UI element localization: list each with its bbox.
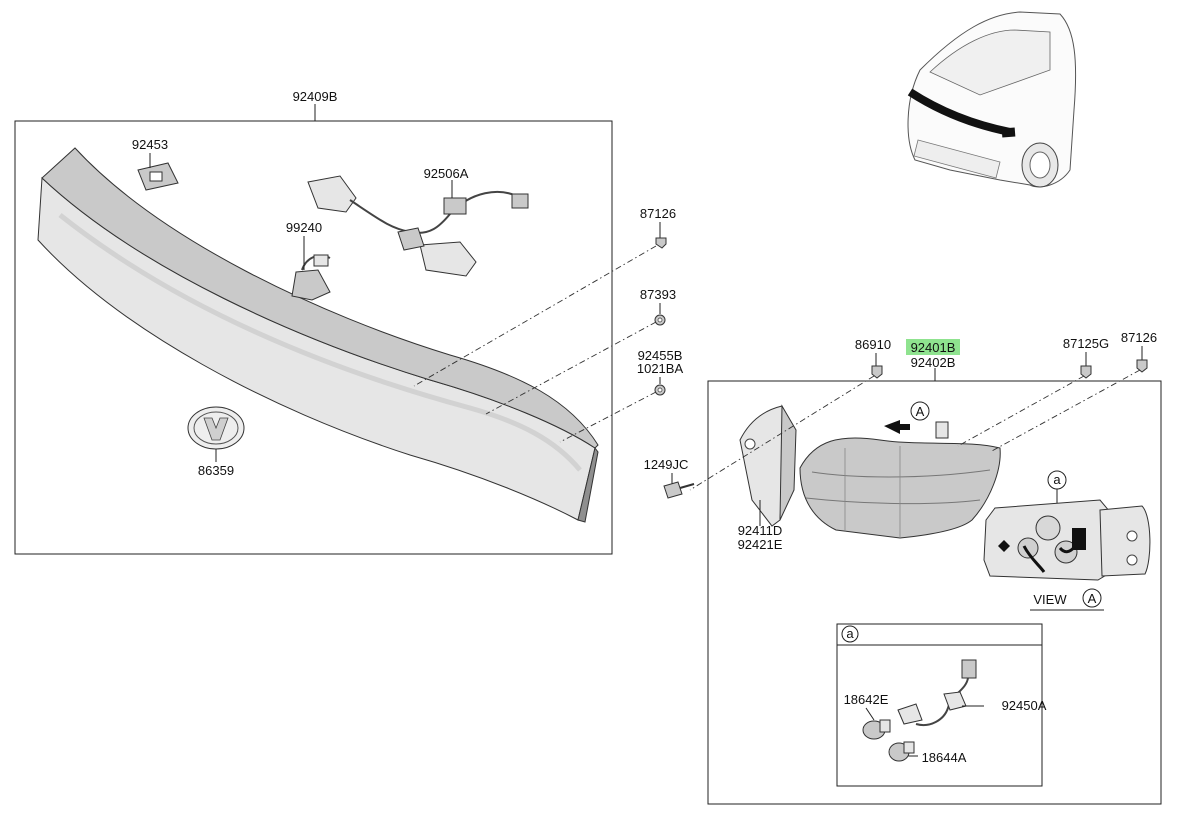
label-92402B[interactable]: 92402B	[911, 355, 956, 370]
screw-1249JC[interactable]	[663, 481, 695, 499]
leader-dash-6	[989, 369, 1141, 453]
clip-92455B[interactable]	[654, 384, 666, 396]
label-92411D[interactable]: 92411D	[738, 523, 783, 538]
view-marker-label[interactable]: A	[916, 404, 925, 419]
pad-part[interactable]	[137, 162, 179, 191]
leader-dash-5	[957, 375, 1085, 447]
clip-86910[interactable]	[871, 365, 883, 379]
label-92450A[interactable]: 92450A	[1002, 698, 1047, 713]
label-18642E[interactable]: 18642E	[844, 692, 889, 707]
rear-garnish-bar[interactable]	[37, 147, 599, 523]
label-1021BA[interactable]: 1021BA	[637, 361, 684, 376]
label-1249JC[interactable]: 1249JC	[644, 457, 689, 472]
emblem-part[interactable]	[187, 406, 245, 450]
detail-a-frame	[836, 623, 1043, 787]
garnish-assembly-frame	[14, 120, 613, 555]
label-87393[interactable]: 87393	[640, 287, 676, 302]
label-86359[interactable]: 86359	[198, 463, 234, 478]
label-87126-left[interactable]: 87126	[640, 206, 676, 221]
label-92453[interactable]: 92453	[132, 137, 168, 152]
license-lamp-part[interactable]	[291, 254, 331, 301]
detail-a-marker-circle	[841, 625, 859, 643]
screw-87126-left[interactable]	[655, 237, 667, 249]
label-87125G[interactable]: 87125G	[1063, 336, 1109, 351]
lamp-bracket-part[interactable]	[739, 404, 797, 527]
label-92455B[interactable]: 92455B	[638, 348, 683, 363]
label-87126-right[interactable]: 87126	[1121, 330, 1157, 345]
lamp-housing-rear-view[interactable]	[983, 499, 1151, 581]
label-highlight	[906, 339, 960, 355]
bulb-18642E[interactable]	[862, 719, 891, 740]
label-99240[interactable]: 99240	[286, 220, 322, 235]
view-marker-circle	[910, 401, 930, 421]
label-18644A[interactable]: 18644A	[922, 750, 967, 765]
bulb-18642E-leader	[865, 707, 875, 721]
leader-dash-3	[559, 391, 657, 443]
leader-dash-4	[689, 375, 875, 491]
view-a-marker-circle	[1082, 588, 1102, 608]
leader-dash-1	[413, 245, 657, 387]
detail-a-marker-label[interactable]: a	[846, 626, 854, 641]
leader-dash-2	[485, 321, 657, 415]
screw-87126-right[interactable]	[1136, 359, 1148, 373]
view-direction-arrow	[884, 420, 910, 434]
label-92506A[interactable]: 92506A	[424, 166, 469, 181]
label-92409B[interactable]: 92409B	[293, 89, 338, 104]
clip-87125G[interactable]	[1080, 365, 1092, 379]
bulb-18644A[interactable]	[888, 741, 915, 762]
vehicle-locator-illustration	[907, 11, 1077, 188]
label-92421E[interactable]: 92421E	[738, 537, 783, 552]
detail-marker-label-top[interactable]: a	[1053, 472, 1061, 487]
lamp-harness-part[interactable]	[307, 175, 529, 277]
label-86910[interactable]: 86910	[855, 337, 891, 352]
bulb-socket-wiring-part[interactable]	[897, 659, 977, 726]
view-a-marker-label[interactable]: A	[1088, 591, 1097, 606]
tail-lamp-assembly-part[interactable]	[799, 421, 1001, 539]
view-a-label[interactable]: VIEW	[1033, 592, 1067, 607]
label-92401B[interactable]: 92401B	[911, 340, 956, 355]
nut-87393[interactable]	[654, 314, 666, 326]
